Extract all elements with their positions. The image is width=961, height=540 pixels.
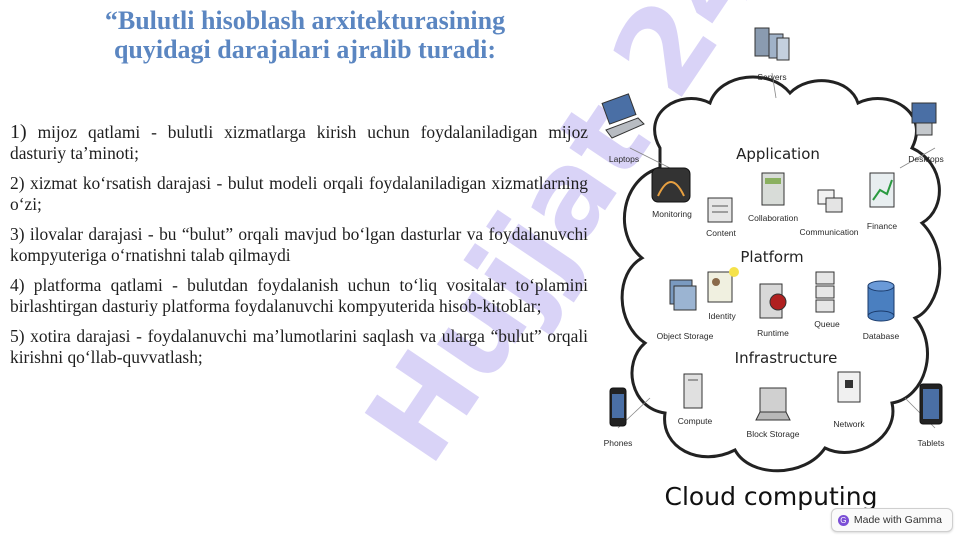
servers-icon [754,27,790,61]
layer-infrastructure: Infrastructure [735,349,838,367]
collaboration-icon [761,172,785,206]
identity-icon [707,267,739,303]
list-item: 2) xizmat ko‘rsatish darajasi - bulut mo… [10,173,588,215]
item-number: 1) [10,121,27,143]
label-monitoring: Monitoring [652,209,692,219]
gamma-logo-icon: G [837,514,849,526]
label-tablets: Tablets [918,438,945,448]
badge-label: Made with Gamma [853,514,942,526]
content-icon [707,197,733,223]
item-number: 2) [10,173,25,193]
label-communication: Communication [799,227,858,237]
list-item: 4) platforma qatlami - bulutdan foydalan… [10,275,588,317]
slide-title: “Bulutli hisoblash arxitekturasining quy… [40,6,570,64]
communication-icon [817,189,843,213]
database-icon [867,280,895,322]
compute-icon [683,373,703,409]
label-finance: Finance [867,221,898,231]
queue-icon [815,271,835,313]
item-text: xotira darajasi - foydalanuvchi ma’lumot… [10,326,588,367]
item-number: 3) [10,224,25,244]
finance-icon [869,172,895,208]
title-line-1: “Bulutli hisoblash arxitekturasining [104,6,506,35]
label-network: Network [833,419,865,429]
item-number: 4) [10,275,25,295]
label-database: Database [863,331,900,341]
label-laptops: Laptops [609,154,639,164]
item-text: mijoz qatlami - bulutli xizmatlarga kiri… [10,122,588,163]
diagram-caption: Cloud computing [665,482,878,511]
label-servers: Servers [757,72,786,82]
label-desktops: Desktops [908,154,943,164]
item-text: xizmat ko‘rsatish darajasi - bulut model… [10,173,588,214]
network-icon [837,371,861,403]
laptops-icon [601,93,645,139]
layer-application: Application [736,145,820,163]
cloud-computing-diagram: Servers Laptops Desktops Application Pla… [601,27,945,511]
label-queue: Queue [814,319,840,329]
label-identity: Identity [708,311,736,321]
desktops-icon [911,102,937,136]
monitoring-icon [651,167,691,203]
block-storage-icon [755,387,791,421]
layer-platform: Platform [740,248,803,266]
content-list: 1) mijoz qatlami - bulutli xizmatlarga k… [10,122,588,377]
made-with-gamma-badge[interactable]: G Made with Gamma [830,508,953,532]
phones-icon [609,387,627,427]
list-item: 5) xotira darajasi - foydalanuvchi ma’lu… [10,326,588,368]
label-collaboration: Collaboration [748,213,798,223]
label-object-storage: Object Storage [657,331,714,341]
label-content: Content [706,228,736,238]
title-line-2: quyidagi darajalari ajralib turadi: [113,35,497,64]
list-item: 3) ilovalar darajasi - bu “bulut” orqali… [10,224,588,266]
item-number: 5) [10,326,25,346]
object-storage-icon [669,279,697,311]
list-item: 1) mijoz qatlami - bulutli xizmatlarga k… [10,122,588,164]
label-phones: Phones [604,438,633,448]
tablets-icon [919,383,943,425]
label-block-storage: Block Storage [747,429,800,439]
item-text: platforma qatlami - bulutdan foydalanish… [10,275,588,316]
label-runtime: Runtime [757,328,789,338]
item-text: ilovalar darajasi - bu “bulut” orqali ma… [10,224,588,265]
label-compute: Compute [678,416,713,426]
runtime-icon [759,283,787,319]
